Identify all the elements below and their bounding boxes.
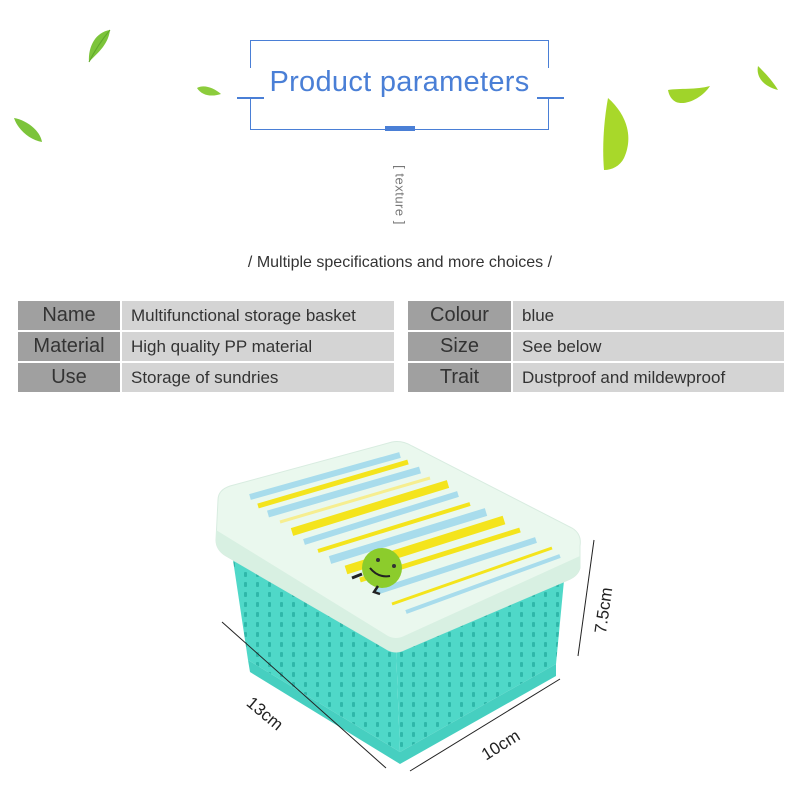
lid-stripe <box>317 502 471 553</box>
title-marker <box>385 126 415 131</box>
leaf-decoration <box>197 86 221 96</box>
dimension-line-width <box>409 678 561 772</box>
product-image <box>215 441 595 772</box>
leaf-decoration <box>603 98 629 170</box>
basket-front-face <box>230 540 400 752</box>
spec-key: Colour <box>408 301 511 330</box>
basket-side-face <box>396 570 565 752</box>
spec-row: Trait Dustproof and mildewproof <box>408 363 784 392</box>
spec-row: Size See below <box>408 332 784 361</box>
lid-stripe <box>391 546 553 606</box>
spec-value: High quality PP material <box>122 332 394 361</box>
lid-stripe <box>375 537 537 595</box>
spec-value: See below <box>513 332 784 361</box>
spec-row: Material High quality PP material <box>18 332 394 361</box>
dimension-line-height <box>577 539 595 657</box>
spec-row: Colour blue <box>408 301 784 330</box>
frame-border <box>250 98 251 130</box>
spec-key: Material <box>18 332 120 361</box>
mascot-character <box>351 548 402 596</box>
lid-stripe <box>290 480 450 536</box>
spec-key: Size <box>408 332 511 361</box>
lid-stripe <box>303 491 459 545</box>
leaf-decoration <box>668 86 710 104</box>
dimension-line-length <box>221 621 387 769</box>
lid-stripe <box>279 476 431 524</box>
spec-value: Storage of sundries <box>122 363 394 392</box>
title-dash <box>537 97 564 99</box>
texture-label-text: [ texture ] <box>392 165 408 225</box>
spec-row: Name Multifunctional storage basket <box>18 301 394 330</box>
frame-border <box>250 40 549 41</box>
lid-stripe <box>249 452 401 500</box>
page-title: Product parameters <box>269 66 530 98</box>
spec-value: Multifunctional storage basket <box>122 301 394 330</box>
spec-key: Trait <box>408 363 511 392</box>
texture-label: [ texture ] <box>386 150 414 240</box>
spec-value: blue <box>513 301 784 330</box>
leaf-decoration <box>757 66 778 90</box>
spec-value: Dustproof and mildewproof <box>513 363 784 392</box>
leaf-decoration <box>88 29 111 63</box>
spec-table-left: Name Multifunctional storage basket Mate… <box>18 301 394 394</box>
spec-key: Name <box>18 301 120 330</box>
spec-key: Use <box>18 363 120 392</box>
lid-stripe <box>405 554 561 614</box>
frame-border <box>250 40 251 68</box>
spec-table-right: Colour blue Size See below Trait Dustpro… <box>408 301 784 394</box>
lid-stripe <box>257 459 409 509</box>
spec-row: Use Storage of sundries <box>18 363 394 392</box>
subtitle: / Multiple specifications and more choic… <box>247 254 553 271</box>
lid-stripe <box>328 508 488 564</box>
frame-border <box>548 40 549 68</box>
leaf-decoration <box>14 118 42 142</box>
title-dash <box>237 97 264 99</box>
lid-stripe <box>267 466 421 518</box>
frame-border <box>548 98 549 130</box>
